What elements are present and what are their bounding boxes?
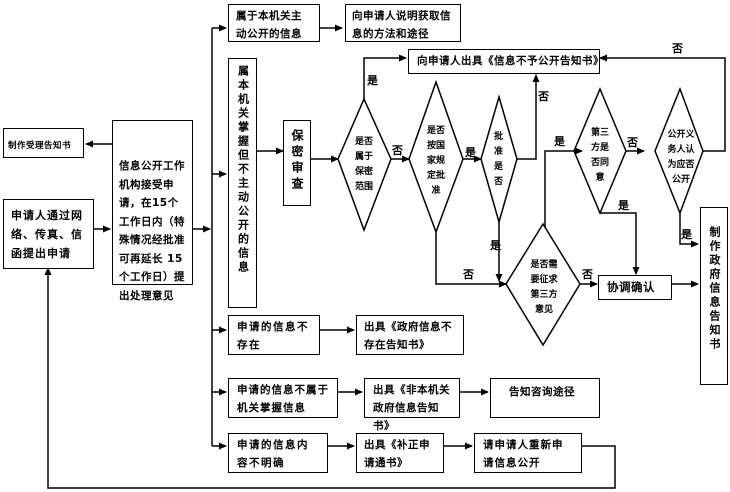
office-box: 信息公开工作机构接受申请，在15个工作日内（特殊情况经批准可再延长 15 个工作…	[112, 120, 193, 302]
coordinate-text: 协调确认	[607, 280, 655, 294]
correction-notice-text: 出具《补正申请通书》	[364, 439, 430, 469]
held-not-public-text: 属本机关掌握但不主动公开的信息	[236, 65, 250, 275]
diamond-public-interest-text: 公开义务人认为应否公开	[667, 130, 695, 185]
inform-channel-text: 告知咨询途径	[509, 386, 575, 398]
diamond-public-interest-shape	[654, 86, 704, 216]
edge-reapply-loop	[44, 267, 616, 489]
unclear-box: 申请的信息内容不明确	[228, 433, 328, 473]
not-held-box: 申请的信息不属于机关掌握信息	[228, 378, 338, 418]
label-yes-consult: 是	[554, 135, 565, 148]
label-yes-agree: 是	[618, 199, 629, 212]
deny-notice-box: 向申请人出具《信息不予公开告知书》	[408, 49, 604, 74]
not-held-notice-text: 出具《非本机关政府信息告知书》	[373, 384, 450, 432]
not-held-text: 申请的信息不属于机关掌握信息	[237, 384, 329, 414]
label-yes-secret: 是	[367, 74, 378, 87]
label-yes-approved: 是	[490, 239, 501, 252]
label-no-approved: 否	[538, 90, 549, 103]
not-exist-notice-text: 出具《政府信息不存在告知书》	[364, 321, 452, 351]
secrecy-review-box: 保密审查	[283, 120, 311, 206]
active-public-box: 属于本机关主动公开的信息	[228, 4, 320, 42]
label-no-consult: 否	[582, 268, 593, 281]
label-no-state: 否	[463, 268, 474, 281]
office-text: 信息公开工作机构接受申请，在15个工作日内（特殊情况经批准可再延长 15 个工作…	[119, 160, 185, 302]
make-notice-text: 制作政府信息告知书	[708, 226, 721, 352]
diamond-third-consult-shape	[505, 222, 581, 347]
not-held-notice-box: 出具《非本机关政府信息告知书》	[364, 378, 460, 432]
explain-method-box: 向申请人说明获取信息的方法和途径	[345, 4, 461, 42]
label-no-agree: 否	[627, 136, 638, 149]
diamond-secret-text: 是否属于保密范围	[354, 137, 373, 192]
receipt-notice-box: 制作受理告知书	[3, 128, 84, 158]
not-exist-text: 申请的信息不存在	[237, 321, 309, 351]
explain-method-text: 向申请人说明获取信息的方法和途径	[352, 10, 451, 40]
not-exist-box: 申请的信息不存在	[228, 315, 320, 355]
reapply-box: 请申请人重新申请信息公开	[474, 433, 582, 473]
not-exist-notice-box: 出具《政府信息不存在告知书》	[356, 315, 464, 355]
diamond-secret-shape	[337, 97, 392, 233]
secrecy-review-text: 保密审查	[290, 129, 304, 193]
receipt-notice-text: 制作受理告知书	[8, 141, 72, 151]
make-notice-box: 制作政府信息告知书	[700, 207, 728, 385]
unclear-text: 申请的信息内容不明确	[237, 439, 309, 469]
applicant-box: 申请人通过网络、传真、信函提出申请	[3, 199, 94, 269]
diamond-third-agree-shape	[573, 87, 627, 215]
diamond-state-approval-shape	[408, 79, 464, 235]
diamond-third-agree-text: 第三方是否同意	[590, 128, 609, 183]
label-no-secret: 否	[392, 144, 403, 157]
diamond-state-approval-text: 是否按国家规定批准	[426, 126, 445, 196]
diamond-approved-text: 批准是否	[493, 132, 503, 187]
coordinate-box: 协调确认	[598, 275, 672, 300]
active-public-text: 属于本机关主动公开的信息	[236, 10, 302, 40]
label-yes-public: 是	[681, 228, 692, 241]
inform-channel-box: 告知咨询途径	[490, 378, 600, 418]
held-not-public-box: 属本机关掌握但不主动公开的信息	[228, 58, 257, 308]
diamond-third-consult-text: 是否需要征求第三方意见	[530, 260, 558, 315]
deny-notice-text: 向申请人出具《信息不予公开告知书》	[417, 55, 604, 67]
correction-notice-box: 出具《补正申请通书》	[356, 433, 444, 473]
label-no-public: 否	[672, 42, 683, 55]
diamond-approved-shape	[480, 94, 518, 225]
applicant-text: 申请人通过网络、传真、信函提出申请	[11, 209, 83, 260]
reapply-text: 请申请人重新申请信息公开	[483, 439, 564, 469]
label-yes-state: 是	[465, 146, 476, 159]
